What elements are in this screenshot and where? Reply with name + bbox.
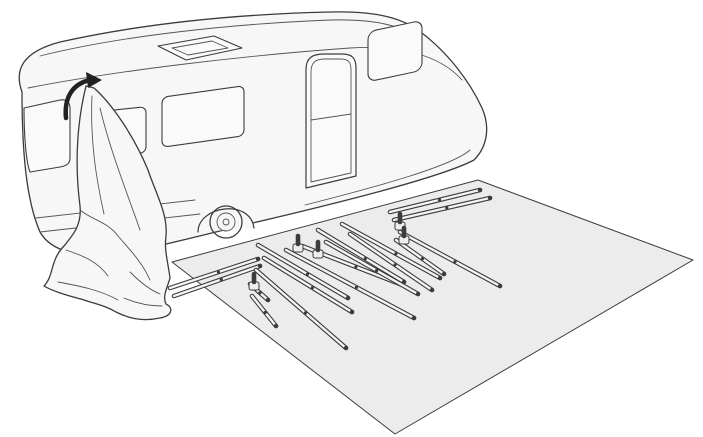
awning-pole xyxy=(339,221,443,281)
awning-pole xyxy=(253,267,349,351)
ground-mat xyxy=(171,179,694,435)
pole-connector xyxy=(394,211,406,231)
awning-pole xyxy=(323,239,421,297)
wheel xyxy=(197,205,255,239)
rear-window xyxy=(23,99,71,173)
awning-pole xyxy=(387,187,483,215)
awning-pole xyxy=(391,195,493,223)
awning-poles xyxy=(167,187,503,351)
roof-skylight xyxy=(157,35,243,61)
awning-pole xyxy=(315,227,407,285)
front-window xyxy=(367,21,423,81)
pole-connector xyxy=(312,239,324,259)
side-window-large xyxy=(161,85,245,148)
awning-pole xyxy=(171,263,263,299)
awning-pole xyxy=(397,229,503,289)
awning-canvas xyxy=(43,85,172,321)
door xyxy=(305,53,357,189)
awning-pole xyxy=(393,237,447,277)
awning-pole xyxy=(283,247,417,321)
pole-connector xyxy=(248,271,260,291)
awning-pole xyxy=(255,242,351,301)
awning-pole xyxy=(347,231,435,293)
pole-connector xyxy=(292,233,304,253)
awning-pole xyxy=(261,255,355,315)
awning-pole xyxy=(167,256,261,291)
awning-pole xyxy=(249,293,279,329)
lift-arrow-icon xyxy=(63,72,102,121)
pole-connector xyxy=(398,225,410,245)
